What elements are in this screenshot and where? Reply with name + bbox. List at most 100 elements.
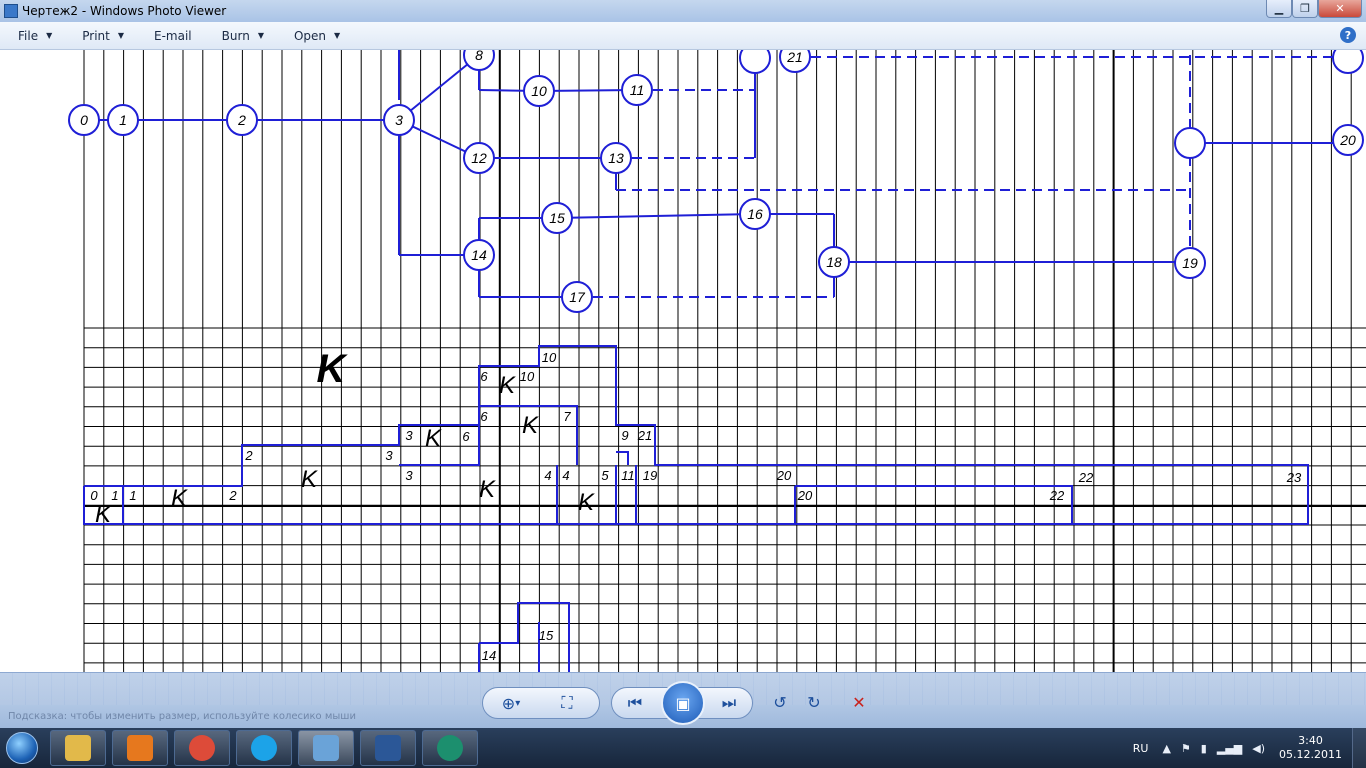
k-letter: K	[425, 425, 442, 452]
k-letter: K	[499, 372, 516, 399]
diagram-node	[1332, 50, 1364, 74]
maximize-button[interactable]: ❐	[1292, 0, 1318, 18]
taskbar-explorer-button[interactable]	[50, 730, 106, 766]
gantt-outline	[479, 405, 578, 465]
node-label: 0	[80, 112, 88, 128]
actual-size-button[interactable]: ⛶	[539, 688, 595, 718]
node-label: 8	[475, 50, 483, 63]
menu-open-label: Open	[293, 28, 327, 43]
menu-burn-label: Burn	[221, 28, 250, 43]
diagram-node	[1174, 127, 1206, 159]
diagram-edge	[398, 54, 480, 121]
power-icon[interactable]: ▮	[1200, 741, 1207, 755]
node-label: 20	[1339, 132, 1356, 148]
volume-icon[interactable]: ◀)	[1252, 741, 1266, 755]
node-label: 3	[395, 112, 403, 128]
gantt-label: 11	[621, 468, 635, 483]
node-label: 17	[569, 289, 586, 305]
diagram-node	[383, 104, 415, 136]
gantt-label: 14	[482, 648, 496, 663]
diagram-edge	[538, 89, 638, 92]
show-desktop-button[interactable]	[1352, 728, 1366, 768]
kaspersky-icon	[437, 735, 463, 761]
start-button[interactable]	[0, 728, 44, 768]
diagram-node	[463, 239, 495, 271]
menu-file[interactable]: File▼	[0, 22, 64, 49]
menu-bar: File▼ Print▼ E-mail Burn▼ Open▼ ?	[0, 22, 1366, 50]
next-icon: ⏭	[721, 693, 737, 712]
rotate-ccw-icon: ↺	[773, 692, 787, 712]
gantt-label: 4	[544, 468, 551, 483]
gantt-outline	[83, 345, 1309, 525]
gantt-label: 1	[129, 488, 136, 503]
gantt-label: 6	[480, 369, 488, 384]
menu-email[interactable]: E-mail	[136, 22, 204, 49]
taskbar-media-player-button[interactable]	[112, 730, 168, 766]
menu-email-label: E-mail	[154, 28, 192, 43]
gantt-label: 22	[1078, 470, 1094, 485]
gantt-label: 19	[643, 468, 657, 483]
gantt-label: 0	[90, 488, 98, 503]
diagram-edges	[83, 50, 1348, 672]
gantt-label: 1	[111, 488, 118, 503]
gantt-label: 2	[228, 488, 237, 503]
taskbar-skype-button[interactable]	[236, 730, 292, 766]
slideshow-button[interactable]: ▣	[661, 681, 705, 725]
gantt-label: 3	[405, 428, 413, 443]
taskbar-chrome-button[interactable]	[174, 730, 230, 766]
diagram-node	[739, 198, 771, 230]
taskbar-kaspersky-button[interactable]	[422, 730, 478, 766]
help-icon[interactable]: ?	[1340, 27, 1356, 43]
menu-burn[interactable]: Burn▼	[204, 22, 276, 49]
window-title: Чертеж2 - Windows Photo Viewer	[22, 4, 227, 18]
rotate-clockwise-button[interactable]: ↻	[797, 687, 831, 717]
explorer-icon	[65, 735, 91, 761]
taskbar-photo-viewer-button[interactable]	[298, 730, 354, 766]
clock-date: 05.12.2011	[1279, 748, 1342, 761]
taskbar-word-button[interactable]	[360, 730, 416, 766]
gantt-label: 3	[385, 448, 393, 463]
action-center-icon[interactable]: ⚑	[1180, 741, 1191, 755]
gantt-label: 20	[776, 468, 792, 483]
diagram-node	[600, 142, 632, 174]
gantt-label: 10	[542, 350, 557, 365]
title-bar: Чертеж2 - Windows Photo Viewer ▁ ❐ ✕	[0, 0, 1366, 22]
k-letter: K	[479, 476, 496, 503]
gantt-outline	[479, 602, 570, 672]
chrome-icon	[189, 735, 215, 761]
gantt-label: 9	[621, 428, 628, 443]
diagram-node	[541, 202, 573, 234]
fit-window-icon: ⛶	[561, 693, 573, 712]
node-label: 14	[471, 247, 487, 263]
k-letter: K	[95, 501, 112, 528]
show-hidden-icons-icon[interactable]: ▲	[1162, 741, 1171, 755]
diagram-node	[621, 74, 653, 106]
clock-time: 3:40	[1298, 734, 1323, 747]
rotate-cw-icon: ↻	[807, 692, 821, 712]
gantt-label: 7	[563, 409, 571, 424]
gantt-label: 5	[601, 468, 609, 483]
next-button[interactable]: ⏭	[712, 688, 746, 718]
gantt-label: 6	[480, 409, 488, 424]
zoom-button[interactable]: ⊕▾	[483, 688, 539, 718]
network-signal-icon[interactable]: ▂▄▆	[1216, 741, 1243, 755]
menu-file-label: File	[18, 28, 39, 43]
menu-open[interactable]: Open▼	[276, 22, 352, 49]
close-button[interactable]: ✕	[1318, 0, 1362, 18]
delete-button[interactable]: ✕	[842, 687, 876, 717]
gantt-outline	[616, 451, 629, 465]
gantt-label: 2	[244, 448, 253, 463]
clock[interactable]: 3:40 05.12.2011	[1279, 734, 1342, 762]
language-indicator[interactable]: RU	[1132, 741, 1149, 755]
previous-icon: ⏮	[627, 693, 643, 712]
minimize-button[interactable]: ▁	[1266, 0, 1292, 18]
windows-taskbar: RU ▲ ⚑ ▮ ▂▄▆ ◀) 3:40 05.12.2011	[0, 728, 1366, 768]
menu-print[interactable]: Print▼	[64, 22, 136, 49]
rotate-counterclockwise-button[interactable]: ↺	[763, 687, 797, 717]
photo-viewer-icon	[4, 4, 18, 18]
gantt-label: 10	[520, 369, 535, 384]
previous-button[interactable]: ⏮	[618, 688, 652, 718]
